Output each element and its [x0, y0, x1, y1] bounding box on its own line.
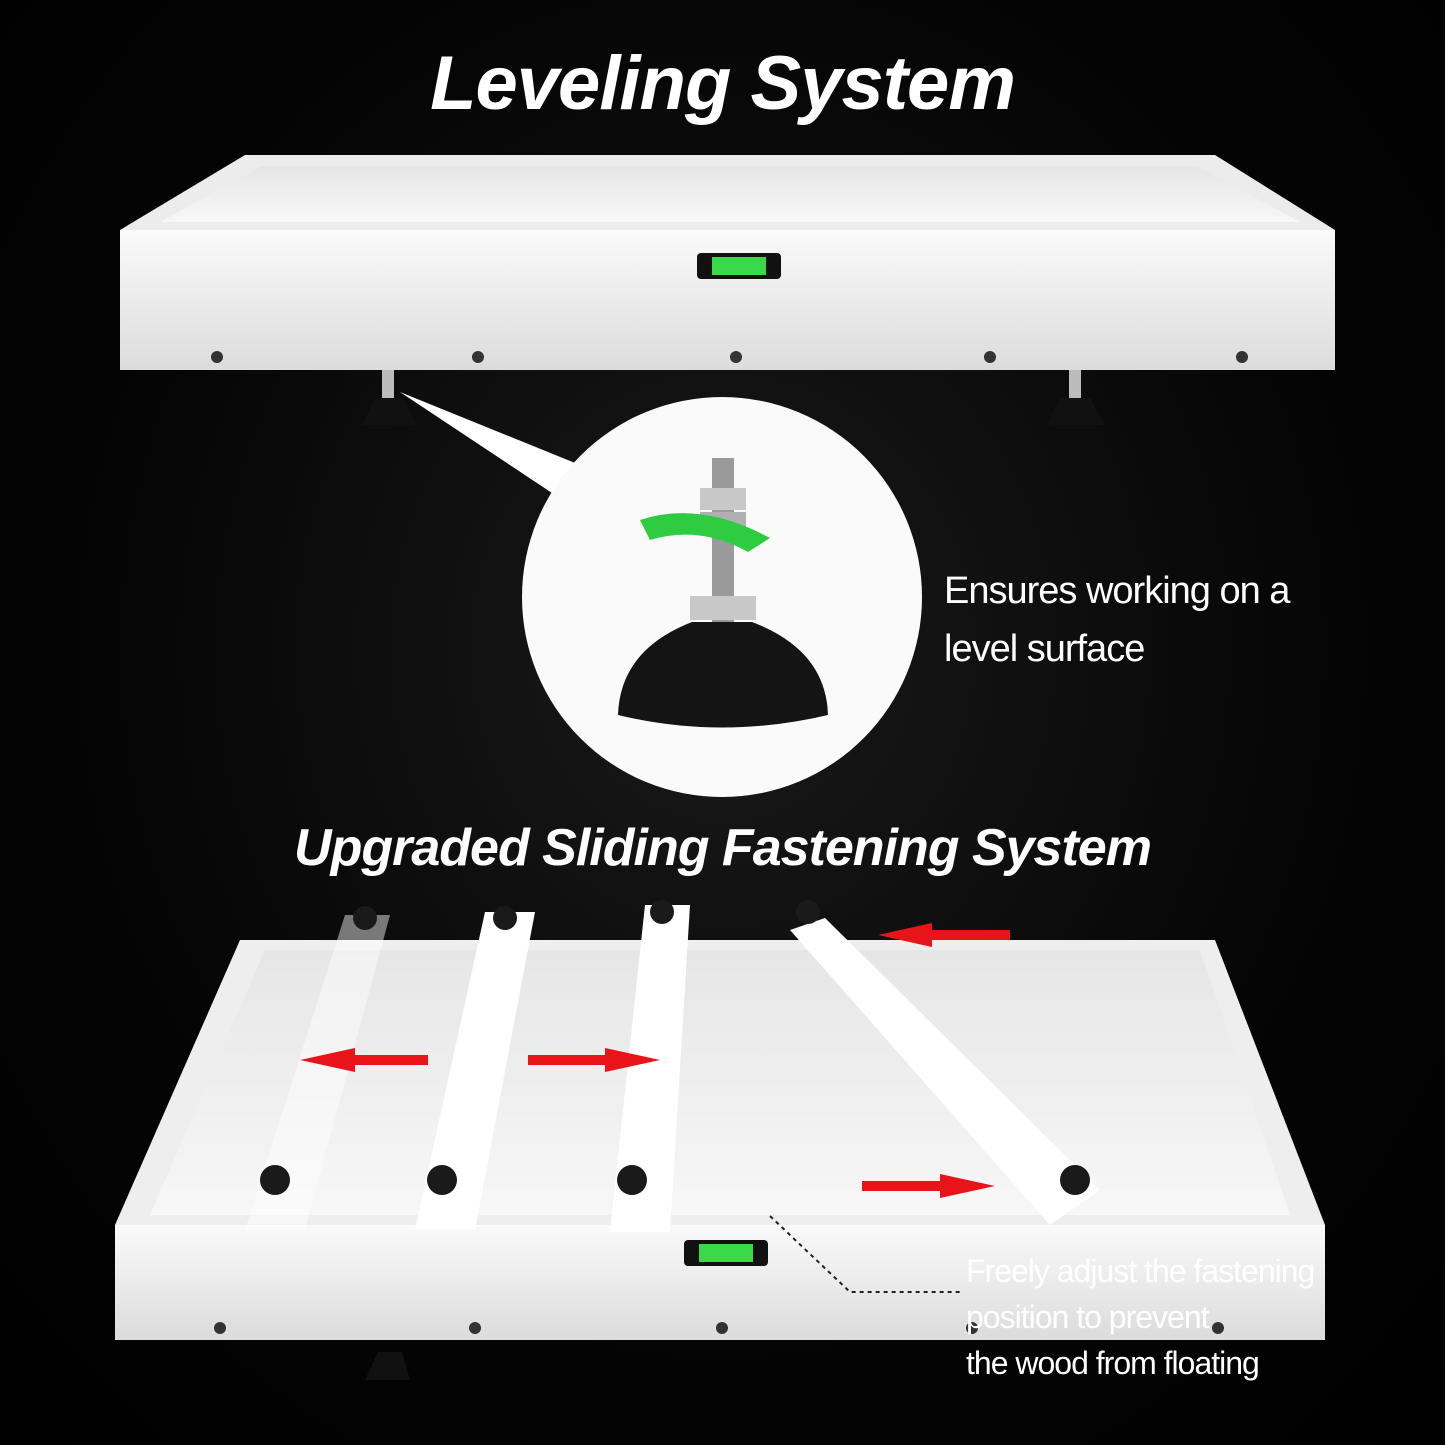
fastening-bars	[245, 900, 1100, 1232]
sliding-caption: Freely adjust the fastening position to …	[966, 1248, 1315, 1386]
arrow-left-icon	[878, 923, 1010, 947]
bubble-level-bottom	[684, 1240, 768, 1266]
slide-arrows	[300, 923, 1010, 1198]
caption-line: the wood from floating	[966, 1345, 1260, 1381]
top-tray	[120, 155, 1335, 425]
bubble-level	[697, 253, 781, 279]
rotation-arrow-icon	[640, 513, 770, 552]
caption-line: level surface	[944, 628, 1145, 670]
leveling-foot-left	[362, 370, 418, 425]
arrow-right-icon	[528, 1048, 660, 1072]
screws	[211, 351, 1248, 363]
leveling-foot-closeup	[522, 397, 922, 797]
leveling-caption: Ensures working on a level surface	[944, 562, 1290, 678]
heading-leveling-system: Leveling System	[430, 41, 1016, 126]
callout-leader-line	[769, 1215, 962, 1293]
caption-line: Ensures working on a	[944, 570, 1290, 612]
heading-sliding-fastening-system: Upgraded Sliding Fastening System	[294, 819, 1152, 877]
bottom-tray	[115, 900, 1325, 1380]
arrow-right-icon	[862, 1174, 995, 1198]
caption-line: Freely adjust the fastening	[966, 1253, 1315, 1289]
caption-line: position to prevent	[966, 1299, 1210, 1335]
leveling-foot-right	[1046, 370, 1105, 425]
arrow-left-icon	[300, 1048, 428, 1072]
callout-pointer	[400, 392, 580, 495]
